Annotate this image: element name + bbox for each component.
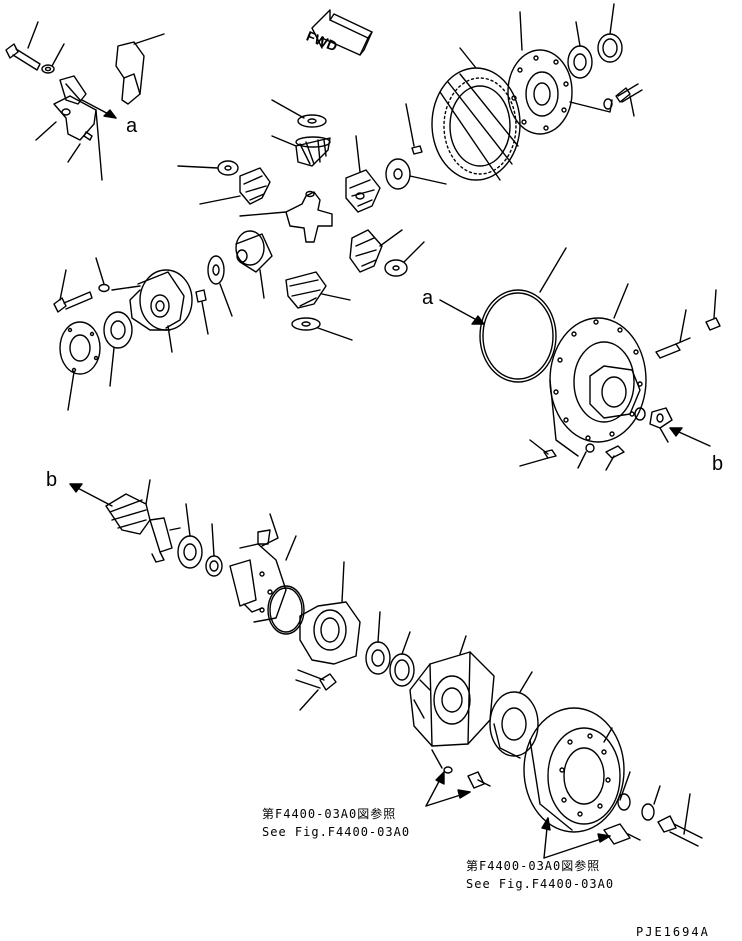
fwd-arrow-icon <box>312 10 372 55</box>
reference-1-en: See Fig.F4400-03A0 <box>262 825 411 839</box>
reference-1-jp: 第F4400-03A0図参照 <box>262 807 397 821</box>
callout-b-left: b <box>46 469 58 491</box>
pinion-brake-group <box>70 480 702 858</box>
housing-group <box>440 248 720 470</box>
drawing-code: PJE1694A <box>636 925 710 939</box>
callout-a-mid: a <box>422 287 434 309</box>
callout-b-right: b <box>712 453 724 475</box>
callout-a-top: a <box>126 115 138 137</box>
differential-case-group <box>54 258 192 410</box>
reference-2-jp: 第F4400-03A0図参照 <box>466 859 601 873</box>
reference-2-en: See Fig.F4400-03A0 <box>466 877 615 891</box>
ring-gear-group <box>432 4 642 180</box>
bearing-cap-group <box>6 22 164 180</box>
differential-gears-top <box>178 100 446 340</box>
